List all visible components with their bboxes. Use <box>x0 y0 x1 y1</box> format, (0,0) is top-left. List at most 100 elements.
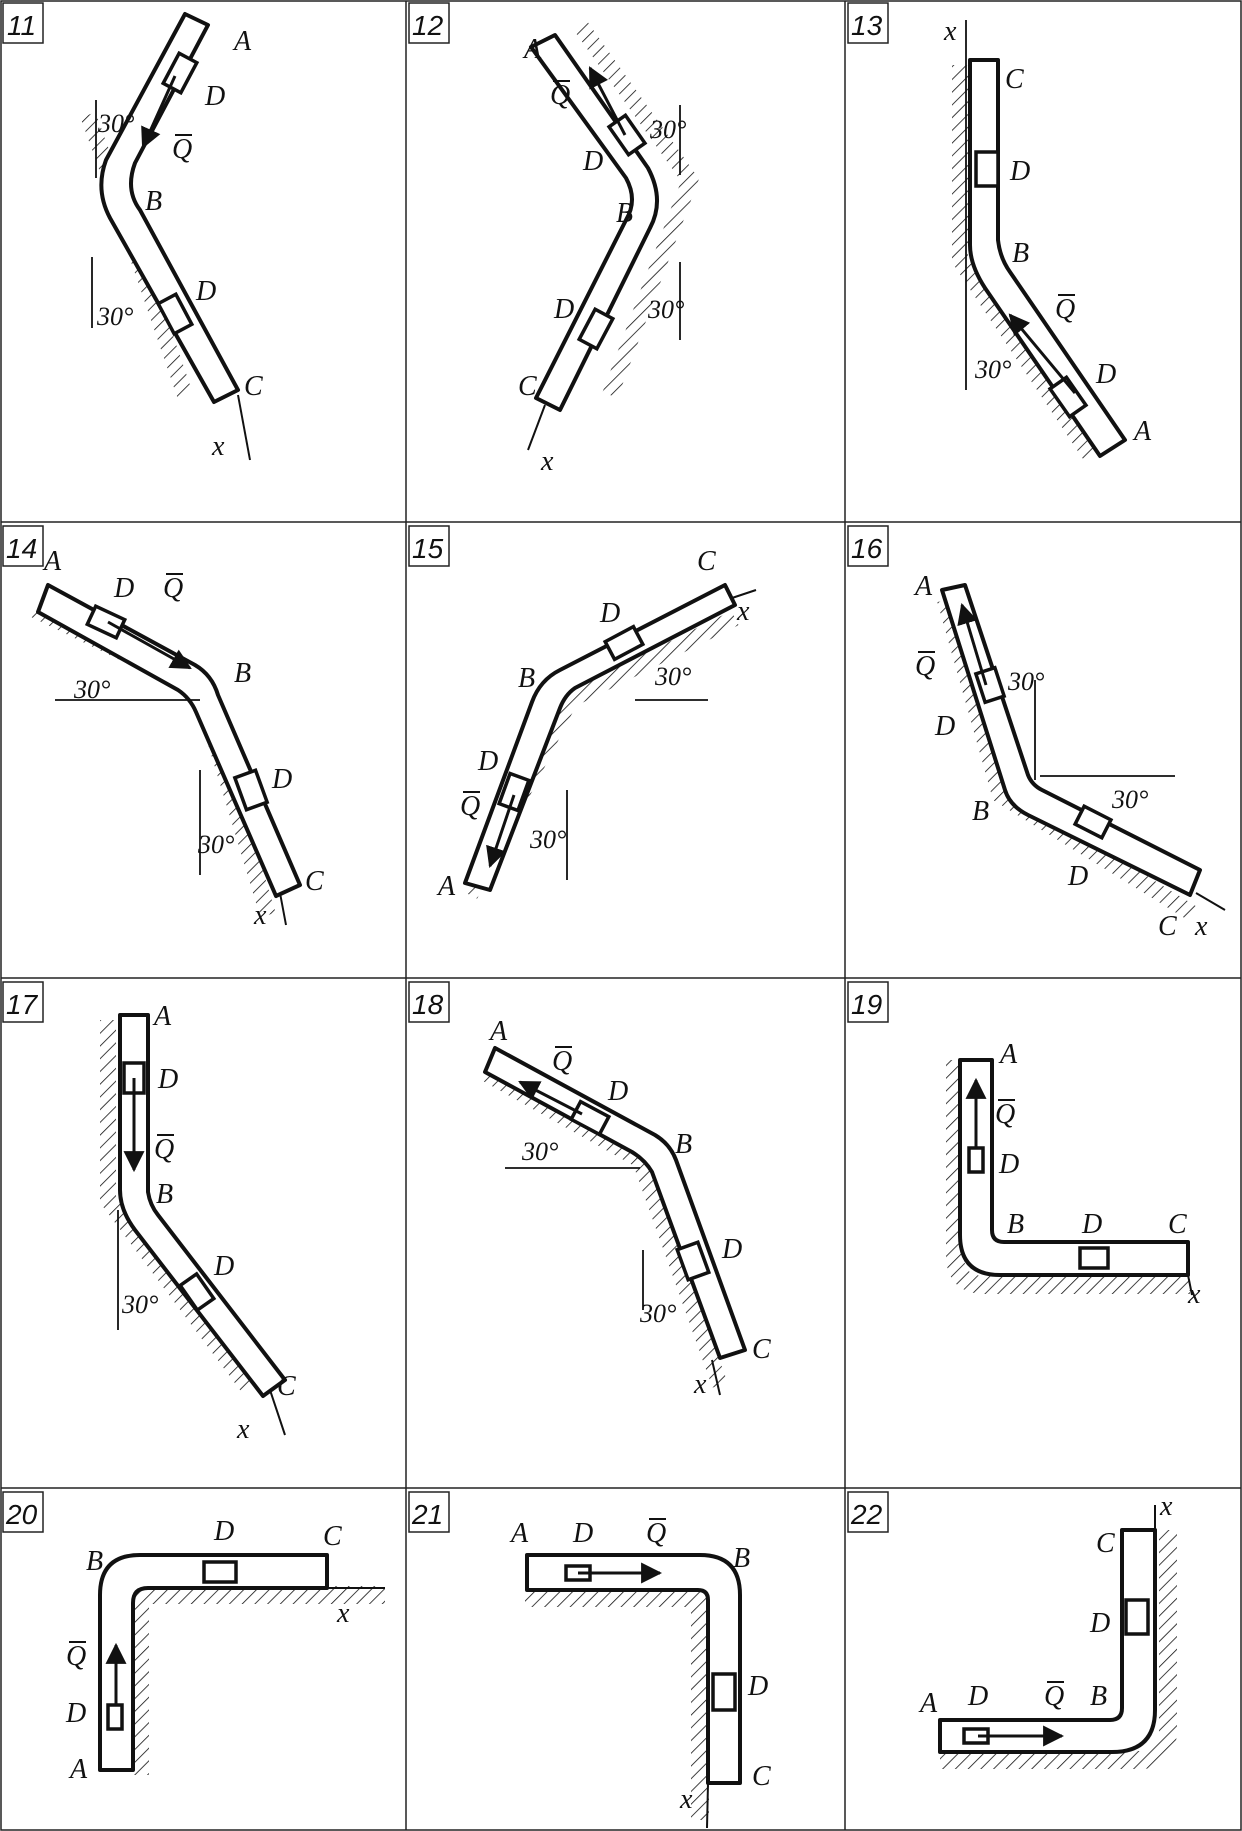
force-q-label: Q <box>163 573 183 604</box>
point-a-label: A <box>152 1001 172 1032</box>
axis-x-label: x <box>253 900 267 931</box>
axis-x-label: x <box>540 446 554 477</box>
point-c-label: C <box>1158 911 1177 942</box>
point-d-label: D <box>998 1149 1019 1180</box>
point-c-label: C <box>1005 64 1024 95</box>
panel-17: 17 A D Q B D C x 30° <box>2 981 296 1445</box>
force-q-label: Q <box>154 1134 174 1165</box>
point-d-label: D <box>195 276 216 307</box>
point-d-label: D <box>204 81 225 112</box>
angle-label: 30° <box>521 1137 558 1166</box>
point-b-label: B <box>518 663 535 694</box>
point-d-label: D <box>607 1076 628 1107</box>
point-d-label: D <box>213 1516 234 1547</box>
angle-label: 30° <box>639 1299 676 1328</box>
point-a-label: A <box>488 1016 508 1047</box>
panel-number: 17 <box>6 989 39 1020</box>
panel-number: 16 <box>851 533 883 564</box>
point-b-label: B <box>616 198 633 229</box>
point-d-label: D <box>213 1251 234 1282</box>
point-c-label: C <box>277 1371 296 1402</box>
force-q-label: Q <box>460 791 480 822</box>
point-d-label: D <box>157 1064 178 1095</box>
point-d-label: D <box>572 1518 593 1549</box>
force-q-label: Q <box>66 1641 86 1672</box>
panel-18: 18 A Q D B D C x 30° 30° <box>408 981 771 1400</box>
point-c-label: C <box>1096 1528 1115 1559</box>
angle-label: 30° <box>654 662 691 691</box>
panel-number: 15 <box>412 533 444 564</box>
point-d-label: D <box>967 1681 988 1712</box>
axis-x-label: x <box>736 596 750 627</box>
point-c-label: C <box>752 1334 771 1365</box>
angle-label: 30° <box>73 675 110 704</box>
point-a-label: A <box>509 1518 529 1549</box>
force-q-label: Q <box>172 134 192 165</box>
panel-number: 12 <box>412 10 444 41</box>
point-c-label: C <box>305 866 324 897</box>
point-d-label: D <box>721 1234 742 1265</box>
panel-number: 20 <box>5 1499 38 1530</box>
force-q-label: Q <box>915 651 935 682</box>
point-d-label: D <box>934 711 955 742</box>
angle-label: 30° <box>97 109 134 138</box>
panel-13: 13 x C D B Q D A 30° <box>847 2 1152 460</box>
point-a-label: A <box>42 546 62 577</box>
point-b-label: B <box>972 796 989 827</box>
angle-label: 30° <box>1007 667 1044 696</box>
point-d-label: D <box>747 1671 768 1702</box>
panel-14: 14 A D Q B D C x 30° 30° <box>2 525 324 931</box>
point-d-label: D <box>477 746 498 777</box>
axis-x-label: x <box>693 1369 707 1400</box>
panel-number: 19 <box>851 989 882 1020</box>
angle-label: 30° <box>649 115 686 144</box>
panel-12: 12 A Q D B D C x 30° 30° <box>408 2 699 477</box>
force-q-label: Q <box>1055 294 1075 325</box>
panel-number: 18 <box>412 989 444 1020</box>
axis-x-label: x <box>1187 1279 1201 1310</box>
point-d-label: D <box>1089 1608 1110 1639</box>
panel-16: 16 A Q D B D C x 30° 30° <box>847 525 1226 942</box>
point-d-label: D <box>599 598 620 629</box>
point-a-label: A <box>436 871 456 902</box>
point-d-label: D <box>1081 1209 1102 1240</box>
point-c-label: C <box>244 371 263 402</box>
panel-20: 20 B D C x Q D A <box>2 1491 385 1785</box>
point-a-label: A <box>522 34 542 65</box>
force-q-label: Q <box>995 1099 1015 1130</box>
point-a-label: A <box>68 1754 88 1785</box>
point-d-label: D <box>1067 861 1088 892</box>
panel-21: 21 A D Q B D C x <box>408 1491 771 1829</box>
panel-number: 21 <box>411 1499 443 1530</box>
panel-11: 11 A D Q B D C x 30° 30° <box>2 2 263 462</box>
angle-label: 30° <box>121 1290 158 1319</box>
force-q-label: Q <box>646 1518 666 1549</box>
panel-number: 22 <box>850 1499 883 1530</box>
angle-label: 30° <box>197 830 234 859</box>
axis-x-label: x <box>1159 1491 1173 1522</box>
point-b-label: B <box>733 1543 750 1574</box>
panel-15: 15 C x D B D Q A 30° 30° <box>408 525 757 902</box>
point-c-label: C <box>323 1521 342 1552</box>
point-a-label: A <box>913 571 933 602</box>
point-a-label: A <box>998 1039 1018 1070</box>
point-c-label: C <box>518 371 537 402</box>
point-b-label: B <box>156 1179 173 1210</box>
angle-label: 30° <box>1111 785 1148 814</box>
panel-22: 22 x C D A D Q B <box>847 1491 1177 1769</box>
point-d-label: D <box>271 764 292 795</box>
angle-label: 30° <box>974 355 1011 384</box>
axis-x-label: x <box>943 16 957 47</box>
point-b-label: B <box>234 658 251 689</box>
panel-number: 13 <box>851 10 883 41</box>
point-b-label: B <box>1090 1681 1107 1712</box>
axis-x-label: x <box>679 1784 693 1815</box>
point-d-label: D <box>65 1698 86 1729</box>
point-a-label: A <box>1132 416 1152 447</box>
axis-x-label: x <box>1194 911 1208 942</box>
point-b-label: B <box>675 1129 692 1160</box>
axis-x-label: x <box>236 1414 250 1445</box>
panel-number: 14 <box>6 533 37 564</box>
